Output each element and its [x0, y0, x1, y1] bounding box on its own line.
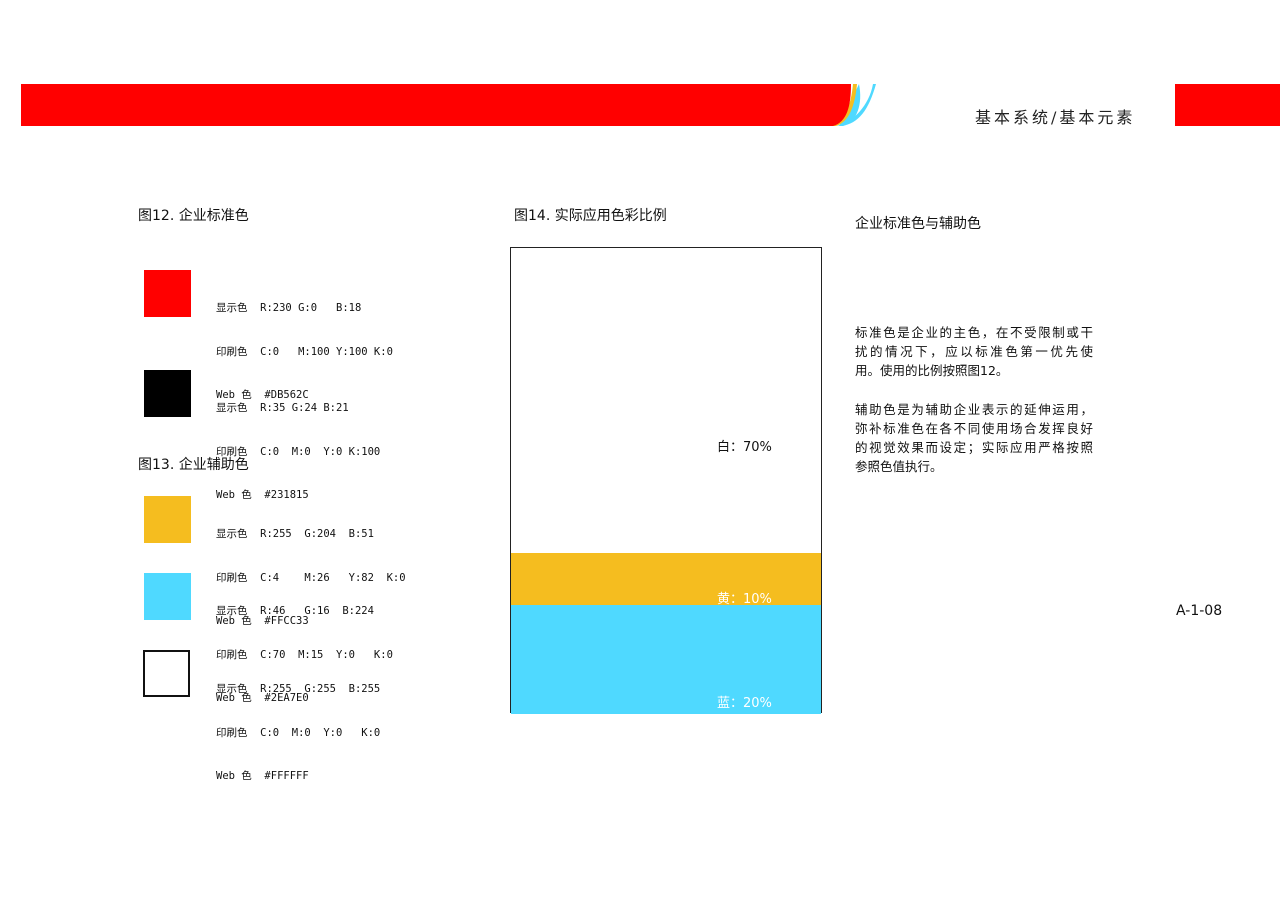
header-red-block — [1175, 84, 1280, 126]
description-text: 标准色是企业的主色，在不受限制或干 扰的情况下，应以标准色第一优先使 用。使用的… — [855, 323, 1093, 476]
text-line: 标准色是企业的主色，在不受限制或干 — [855, 325, 1093, 340]
text-line: 辅助色是为辅助企业表示的延伸运用， — [855, 402, 1093, 417]
display-values: 显示色 R:35 G:24 B:21 — [216, 402, 349, 414]
color-info-white: 显示色 R:255 G:255 B:255 印刷色 C:0 M:0 Y:0 K:… — [216, 653, 380, 798]
segment-yellow: 黄：10% — [511, 553, 821, 607]
swatch-cyan — [144, 573, 191, 620]
swatch-black — [144, 370, 191, 417]
page-code: A-1-08 — [1176, 603, 1223, 619]
segment-blue: 蓝：20% — [511, 605, 821, 714]
web-values: Web 色 #DB562C — [216, 389, 309, 401]
text-line: 弥补标准色在各不同使用场合发挥良好 — [855, 421, 1093, 436]
print-values: 印刷色 C:0 M:100 Y:100 K:0 — [216, 345, 393, 358]
fig14-title: 图14. 实际应用色彩比例 — [514, 208, 667, 224]
fig12-title: 图12. 企业标准色 — [138, 208, 249, 224]
color-info-yellow: 显示色 R:255 G:204 B:51 印刷色 C:4 M:26 Y:82 K… — [216, 498, 406, 643]
web-values: Web 色 #231815 — [216, 489, 309, 501]
text-line: 用。使用的比例按照图12。 — [855, 363, 1009, 378]
color-info-cyan: 显示色 R:46 G:16 B:224 印刷色 C:70 M:15 Y:0 K:… — [216, 575, 393, 720]
segment-white: 白：70% — [511, 248, 821, 553]
display-values: 显示色 R:230 G:0 B:18 — [216, 302, 362, 314]
segment-label: 黄：10% — [717, 592, 772, 607]
print-values: 印刷色 C:70 M:15 Y:0 K:0 — [216, 648, 393, 661]
swatch-red — [144, 270, 191, 317]
print-values: 印刷色 C:4 M:26 Y:82 K:0 — [216, 571, 406, 584]
swatch-white — [143, 650, 190, 697]
web-values: Web 色 #FFFFFF — [216, 770, 309, 782]
color-info-red: 显示色 R:230 G:0 B:18 印刷色 C:0 M:100 Y:100 K… — [216, 272, 393, 417]
red-bar — [21, 84, 851, 126]
cyan-swoosh-outer — [837, 84, 876, 126]
description-title: 企业标准色与辅助色 — [855, 216, 981, 232]
print-values: 印刷色 C:0 M:0 Y:0 K:0 — [216, 726, 381, 739]
segment-label: 蓝：20% — [717, 696, 772, 711]
display-values: 显示色 R:255 G:255 B:255 — [216, 683, 381, 695]
text-line: 扰的情况下，应以标准色第一优先使 — [855, 344, 1093, 359]
web-values: Web 色 #2EA7E0 — [216, 692, 309, 704]
display-values: 显示色 R:46 G:16 B:224 — [216, 605, 374, 617]
segment-label: 白：70% — [717, 440, 772, 455]
text-line: 的视觉效果而设定；实际应用严格按照 — [855, 440, 1093, 455]
color-info-black: 显示色 R:35 G:24 B:21 印刷色 C:0 M:0 Y:0 K:100… — [216, 372, 380, 517]
text-line: 参照色值执行。 — [855, 459, 943, 474]
color-proportion-box: 白：70% 黄：10% 蓝：20% — [510, 247, 822, 714]
web-values: Web 色 #FFCC33 — [216, 615, 309, 627]
fig13-title: 图13. 企业辅助色 — [138, 457, 249, 473]
swatch-yellow — [144, 496, 191, 543]
header-red-banner — [21, 84, 876, 126]
section-title: 基本系统/基本元素 — [975, 108, 1136, 127]
print-values: 印刷色 C:0 M:0 Y:0 K:100 — [216, 445, 381, 458]
display-values: 显示色 R:255 G:204 B:51 — [216, 528, 374, 540]
